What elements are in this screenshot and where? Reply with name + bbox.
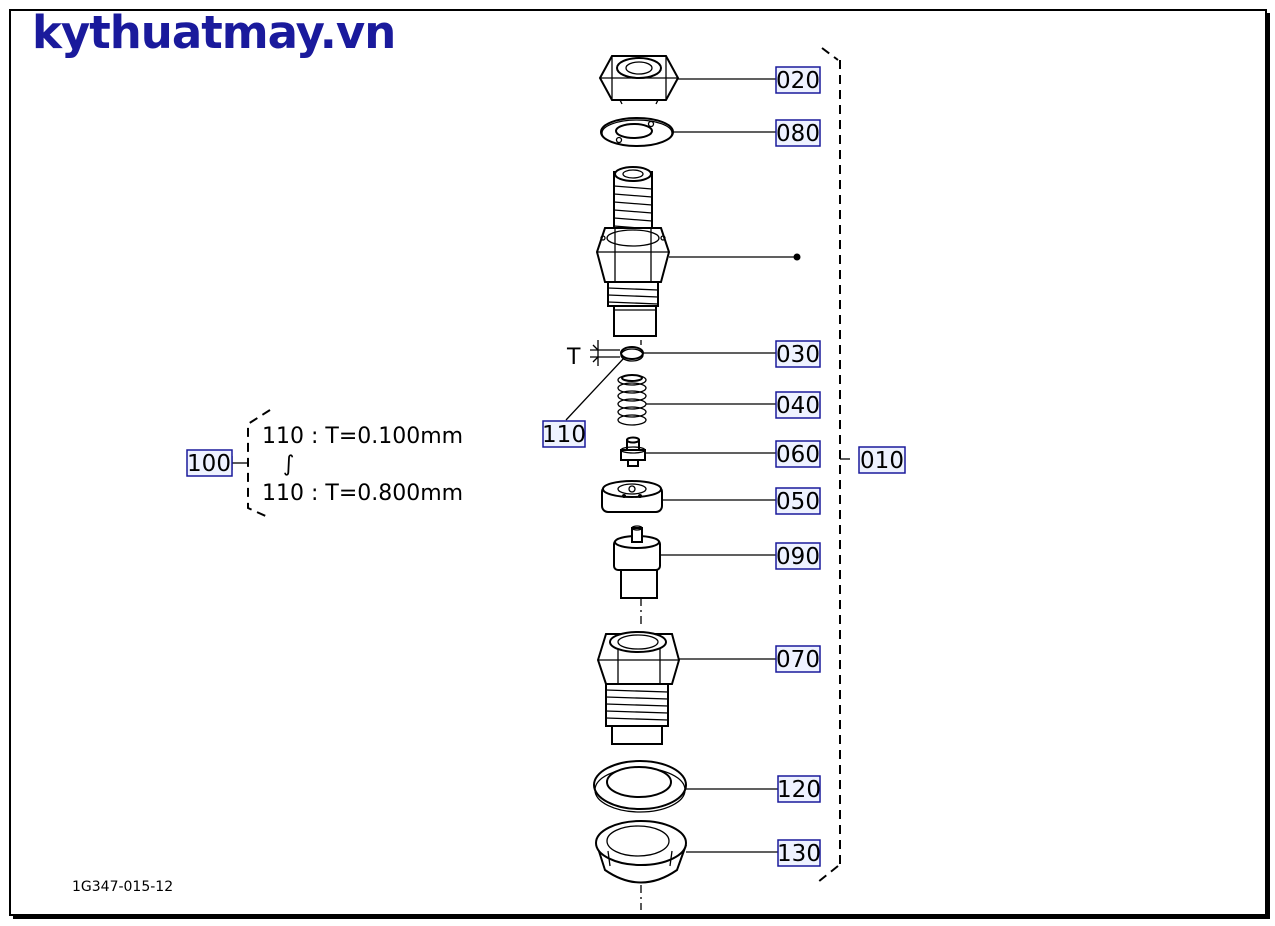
callout-010[interactable]: 010 <box>858 446 906 474</box>
part-120-gasket[interactable] <box>593 760 687 813</box>
callout-050-text: 050 <box>776 489 820 515</box>
drawing-code: 1G347-015-12 <box>72 879 173 895</box>
thickness-label: T <box>566 345 581 370</box>
callout-070-text: 070 <box>776 647 820 673</box>
callout-060-text: 060 <box>776 442 820 468</box>
callout-090[interactable]: 090 <box>775 542 821 570</box>
part-020-hex-nut[interactable] <box>598 55 680 105</box>
callout-110-text: 110 <box>542 422 586 448</box>
brand-watermark: kythuatmay.vn <box>32 6 396 59</box>
thickness-dimension: T <box>566 340 620 370</box>
callout-100[interactable]: 100 <box>186 449 233 477</box>
frame-shadow-bottom <box>13 916 1270 919</box>
frame-shadow-right <box>1267 13 1270 919</box>
leader-110 <box>565 357 625 421</box>
callout-020[interactable]: 020 <box>775 66 821 94</box>
callout-060[interactable]: 060 <box>775 440 821 468</box>
callout-130[interactable]: 130 <box>777 839 821 867</box>
part-090-nozzle[interactable] <box>613 525 661 599</box>
callout-070[interactable]: 070 <box>775 645 821 673</box>
callout-100-text: 100 <box>187 451 231 477</box>
assembly-bracket-010 <box>817 47 850 883</box>
callout-080-text: 080 <box>776 121 820 147</box>
part-130-heat-seal[interactable] <box>595 820 687 884</box>
callout-030-text: 030 <box>776 342 820 368</box>
callout-120[interactable]: 120 <box>777 775 821 803</box>
callout-010-text: 010 <box>860 448 904 474</box>
callout-040[interactable]: 040 <box>775 391 821 419</box>
part-080-washer[interactable] <box>600 117 674 147</box>
callout-120-text: 120 <box>777 777 821 803</box>
callout-020-text: 020 <box>776 68 820 94</box>
part-040-spring[interactable] <box>617 374 647 426</box>
drawing-frame <box>9 9 1267 916</box>
injector-nozzle-holder[interactable] <box>595 166 671 337</box>
shim-range-tilde: ∫ <box>283 452 294 477</box>
callout-080[interactable]: 080 <box>775 119 821 147</box>
holder-dot <box>793 253 801 261</box>
callout-040-text: 040 <box>776 393 820 419</box>
shim-range-min: 110 : T=0.100mm <box>262 424 463 449</box>
callout-110[interactable]: 110 <box>542 420 586 448</box>
callout-130-text: 130 <box>777 841 821 867</box>
callout-090-text: 090 <box>776 544 820 570</box>
part-030-adjusting-shim[interactable] <box>620 346 644 362</box>
callout-050[interactable]: 050 <box>775 487 821 515</box>
shim-range-max: 110 : T=0.800mm <box>262 481 463 506</box>
part-070-retaining-nut[interactable] <box>596 631 681 745</box>
part-060-pressure-pin[interactable] <box>620 436 646 467</box>
callout-030[interactable]: 030 <box>775 340 821 368</box>
part-050-distance-piece[interactable] <box>601 480 663 513</box>
